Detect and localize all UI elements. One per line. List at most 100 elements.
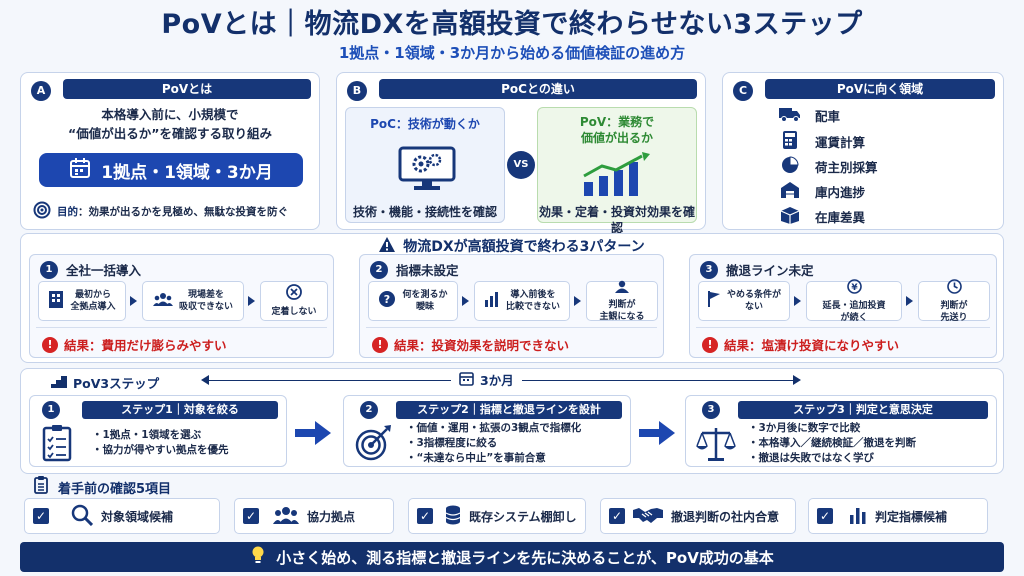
svg-text:¥: ¥ [851,283,858,293]
page-subtitle: 1拠点・1領域・3か月から始める価値検証の進め方 [338,44,686,62]
area-item-label: 配車 [815,109,841,124]
checks-heading-text: 着手前の確認5項目 [58,481,172,497]
clipboard-icon [34,476,48,498]
pattern-1-title: 全社一括導入 [66,263,142,278]
calendar-icon [459,371,474,389]
panel-a-heading: PoVとは [63,79,311,99]
step-card-2: 2 ステップ2｜指標と撤退ラインを設計 ・価値・運用・拡張の3観点で指標化 ・3… [343,395,631,467]
poc-card: PoC：技術が動くか 技術・機能・接続性を確認 [345,107,505,223]
pattern-3-step-3: 判断が先送り [918,278,990,323]
step-1-title: ステップ1｜対象を絞る [82,401,278,419]
page-title: PoVとは｜物流DXを高額投資で終わらせない3ステップ [161,9,863,40]
truck-icon [779,106,801,125]
group-icon [152,292,173,310]
area-item-label: 荷主別採算 [815,160,878,175]
arrow-icon [248,296,255,306]
check-item-label: 撤退判断の社内合意 [671,509,780,524]
steps-section: PoV3ステップ 3か月 1 ステップ1｜対象を絞る ・1拠点・1領域を選ぶ ・… [20,368,1004,474]
pattern-2-result: ! 結果：投資効果を説明できない [372,335,569,354]
svg-text:?: ? [384,293,390,306]
pov-title-2: 価値が出るか [580,131,653,145]
patterns-section: 物流DXが高額投資で終わる3パターン 1 全社一括導入 最初から全拠点導入 現場… [20,233,1004,363]
checkbox-checked-icon: ✓ [33,508,49,524]
checklist-icon [42,424,72,466]
pattern-3-step-2: ¥ 延長・追加投資が続く [806,278,902,323]
check-item-label: 協力拠点 [307,509,356,524]
pattern-3-number: 3 [700,260,718,279]
check-item-5[interactable]: ✓ 判定指標候補 [808,498,988,534]
pattern-1-number: 1 [40,260,58,279]
check-item-3[interactable]: ✓ 既存システム棚卸し [408,498,586,534]
step-3-number: 3 [702,401,720,419]
yen-coin-icon: ¥ [846,278,862,298]
checkbox-checked-icon: ✓ [243,508,259,524]
close-circle-icon [286,284,302,304]
group-icon [273,506,299,527]
pov-caption: 効果・定着・投資対効果を確認 [538,205,695,235]
step-2-number: 2 [360,401,378,419]
pattern-1-step-3: 定着しない [260,281,328,321]
pattern-2-step-2: 導入前後を比較できない [474,281,570,321]
check-item-2[interactable]: ✓ 協力拠点 [234,498,394,534]
pov-title-1: PoV：業務で [579,115,655,129]
check-item-label: 対象領域候補 [101,509,174,524]
monitor-gear-icon [398,146,456,196]
person-icon [615,280,629,297]
pov-card: PoV：業務で 価値が出るか 効果・定着・投資対効果を確認 [537,107,697,235]
magnifier-icon [71,504,94,529]
poc-title: PoC：技術が動くか [370,117,480,131]
pattern-3-step-1: やめる条件がない [698,281,790,321]
pattern-3-title: 撤退ライン未定 [726,263,814,278]
warning-icon [379,236,396,256]
pattern-1-title-row: 1 全社一括導入 [40,260,141,279]
step-2-bullets: ・価値・運用・拡張の3観点で指標化 ・3指標程度に絞る ・“未達なら中止”を事前… [406,422,582,464]
panel-a-desc: 本格導入前に、小規模で “価値が出るか”を確認する取り組み [21,105,319,143]
duration-label: 3か月 [451,370,522,389]
check-item-label: 判定指標候補 [875,509,948,524]
steps-heading: PoV3ステップ [51,373,159,392]
arrow-icon [574,296,581,306]
check-item-4[interactable]: ✓ 撤退判断の社内合意 [600,498,796,534]
stairs-icon [51,374,67,391]
panel-c-heading: PoVに向く領域 [765,79,995,99]
area-item-label: 庫内進捗 [815,185,866,200]
target-arrow-icon [354,424,392,466]
lightbulb-icon [250,545,266,569]
scope-pill-text: 1拠点・1領域・3か月 [101,162,273,183]
panel-c: C PoVに向く領域 配車 運賃計算 荷主別採算 庫内進捗 在庫差異 [722,72,1004,230]
calendar-icon [69,157,91,184]
pattern-1-step-1: 最初から全拠点導入 [38,281,126,321]
pattern-3-title-row: 3 撤退ライン未定 [700,260,814,279]
footer-banner: 小さく始め、測る指標と撤退ラインを先に決めることが、PoV成功の基本 [20,542,1004,572]
area-item-5: 在庫差異 [779,206,865,227]
area-item-4: 庫内進捗 [779,181,865,202]
box-icon [779,206,801,227]
flag-icon [707,291,721,311]
arrow-icon [794,296,801,306]
check-item-1[interactable]: ✓ 対象領域候補 [24,498,220,534]
panel-a-line1: 本格導入前に、小規模で [101,107,239,122]
pattern-2-title: 指標未設定 [396,263,459,278]
pattern-1-step-2: 現場差を吸収できない [142,281,244,321]
area-item-3: 荷主別採算 [779,156,878,177]
checkbox-checked-icon: ✓ [609,508,625,524]
patterns-heading: 物流DXが高額投資で終わる3パターン [21,236,1003,256]
pattern-2-step-1: ? 何を測るか曖昧 [368,281,458,321]
step-3-bullets: ・3か月後に数字で比較 ・本格導入／継続検証／撤退を判断 ・撤退は失敗ではなく学… [748,422,916,464]
step-3-title: ステップ3｜判定と意思決定 [738,401,988,419]
alert-icon: ! [702,336,718,353]
panel-a-badge: A [31,81,51,101]
timeline-arrow-left-icon [201,375,209,385]
checks-heading: 着手前の確認5項目 [34,476,171,498]
goal-row: 目的：効果が出るかを見極め、無駄な投資を防ぐ [33,201,288,222]
pattern-2-title-row: 2 指標未設定 [370,260,459,279]
clock-icon [946,278,962,298]
step-1-number: 1 [42,401,60,419]
area-item-1: 配車 [779,106,840,125]
step-card-1: 1 ステップ1｜対象を絞る ・1拠点・1領域を選ぶ ・協力が得やすい拠点を優先 [29,395,287,467]
arrow-icon [462,296,469,306]
database-icon [445,505,461,528]
step-1-bullets: ・1拠点・1領域を選ぶ ・協力が得やすい拠点を優先 [92,429,229,456]
step-2-title: ステップ2｜指標と撤退ラインを設計 [396,401,622,419]
calculator-icon [779,131,801,152]
